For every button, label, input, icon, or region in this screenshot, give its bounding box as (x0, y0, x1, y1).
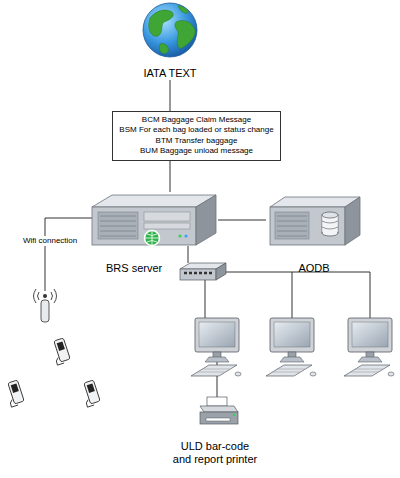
globe-node: IATA TEXT (120, 2, 220, 80)
printer-icon-part (200, 412, 238, 424)
node-label: AODB (298, 262, 329, 275)
handheld-terminal-icon-part (9, 398, 18, 407)
globe-icon-part (143, 3, 197, 57)
globe-icon (143, 3, 197, 57)
workstation-icon-part (272, 369, 305, 372)
database-server-icon-part (270, 207, 345, 245)
handheld-terminal-icon-part (54, 338, 70, 362)
globe-icon-part-part (149, 10, 174, 36)
workstation-icon-part (266, 365, 312, 376)
server-icon-part (184, 234, 187, 237)
node-label: BRS server (106, 262, 162, 275)
globe-icon-part-part (178, 6, 188, 13)
server-icon-part (144, 223, 190, 229)
message-box: BCM Baggage Claim MessageBSM For each ba… (112, 111, 281, 161)
wifi-antenna-icon-part (41, 300, 49, 322)
wifi-antenna-icon (34, 289, 57, 322)
workstation-icon-part (388, 372, 394, 376)
database-server-icon-part (322, 221, 338, 229)
globe-icon-part (149, 6, 195, 54)
workstation-icon-part (270, 318, 314, 352)
server-icon-part (145, 231, 159, 245)
workstation-icon-part (191, 365, 237, 376)
database-server-icon-part (322, 212, 338, 218)
workstation-icon (266, 318, 316, 376)
printer-icon-part (200, 406, 238, 412)
node-label: IATA TEXT (143, 67, 196, 80)
message-line: BUM Baggage unload message (118, 146, 275, 156)
handheld-terminal-icon (80, 380, 101, 407)
network-wires-part (222, 272, 370, 318)
server-icon-part (92, 207, 196, 245)
workstation-icon-part (352, 322, 388, 347)
handheld-terminal-icon (50, 338, 71, 365)
message-line: BSM For each bag loaded or status change (118, 125, 275, 135)
message-line: BCM Baggage Claim Message (118, 115, 275, 125)
network-hub-icon-part (216, 263, 226, 280)
printer-icon-part (207, 397, 227, 406)
network-hub-icon-part (184, 272, 212, 275)
database-server-icon-part (345, 197, 360, 245)
globe-icon-part-part (159, 43, 168, 53)
node-label: ULD bar-code and report printer (171, 440, 259, 466)
message-line: BTM Transfer baggage (118, 136, 275, 146)
connection-label: Wifi connection (22, 236, 78, 246)
network-wires-part (292, 272, 293, 318)
server-icon-part (92, 195, 216, 207)
workstation-icon-part (199, 322, 235, 347)
handheld-terminal-icon (4, 380, 25, 407)
handheld-terminal-icon-part (57, 341, 65, 350)
printer-node: ULD bar-code and report printer (160, 392, 270, 466)
printer-icon (200, 397, 238, 424)
workstation-icon-part (195, 318, 239, 352)
database-node: AODB (266, 192, 362, 278)
workstation-icon-part (358, 357, 382, 362)
workstation-icon-part (274, 322, 310, 347)
handheld-terminal-icon-part (8, 380, 24, 404)
database-server-icon-part (277, 216, 307, 236)
wifi-wire (45, 218, 92, 291)
server-icon (92, 195, 216, 246)
database-server-icon-part (270, 197, 360, 207)
connector-line (218, 220, 266, 221)
workstation-icon-part (344, 365, 390, 376)
workstation-icon-part (310, 372, 316, 376)
server-icon-part (144, 212, 190, 221)
workstation-icon-part (280, 357, 304, 362)
globe-icon-part (143, 3, 197, 57)
wifi-wire-part (45, 218, 92, 291)
workstation-icon-part (235, 372, 241, 376)
database-server-icon (270, 197, 360, 245)
connector-line (170, 80, 171, 111)
workstation-icon-part (197, 369, 230, 372)
wifi-antenna-icon-part (34, 289, 57, 303)
workstation-icon (344, 318, 394, 376)
server-icon-part (196, 195, 216, 245)
workstation-icon-part (205, 357, 229, 362)
handheld-terminal-icon-part (11, 383, 19, 392)
workstation-icon (191, 318, 241, 376)
handheld-terminal-icon-part (55, 356, 64, 365)
server-node: BRS server (88, 192, 218, 278)
workstation-icon-part (350, 369, 383, 372)
connector-line (170, 161, 171, 192)
handheld-terminal-icon-part (85, 398, 94, 407)
printer-icon-part (233, 414, 235, 416)
globe-icon-part-part (175, 20, 195, 48)
workstation-icon-part (348, 318, 392, 352)
handheld-terminal-icon-part (87, 383, 95, 392)
network-hub-icon-part (180, 269, 216, 280)
database-server-icon-part (275, 212, 309, 239)
server-icon-part (98, 212, 138, 239)
printer-icon-part (206, 418, 230, 421)
server-icon-part (178, 234, 181, 237)
network-wires-part (205, 280, 206, 318)
server-icon-part (145, 231, 160, 246)
network-wires-part (188, 246, 189, 263)
wifi-antenna-icon-part (43, 294, 47, 298)
network-hub-icon (180, 263, 226, 280)
handheld-terminal-icon-part (84, 380, 100, 404)
server-icon-part (100, 216, 136, 236)
